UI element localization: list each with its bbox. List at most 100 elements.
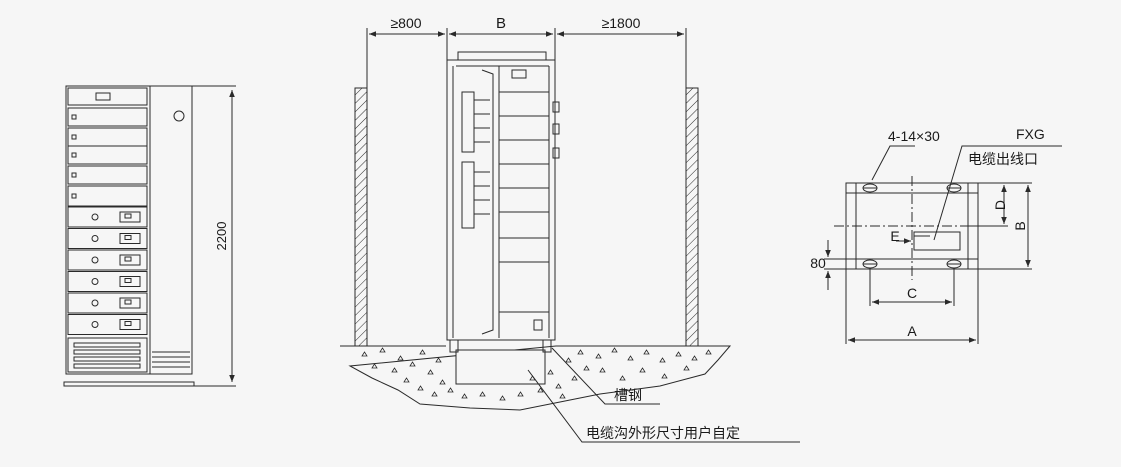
gravel-mark	[659, 357, 666, 363]
cable-trench	[455, 349, 546, 385]
vent-slats	[73, 342, 141, 369]
drawer-handle-slot	[124, 256, 132, 262]
dim-d-label: D	[992, 200, 1008, 210]
drawer-handle-slot	[124, 299, 132, 305]
gravel-mark	[397, 355, 404, 361]
gravel-mark	[627, 355, 634, 361]
drawer-knob-icon	[91, 321, 99, 328]
label-cable-outlet: 电缆出线口	[968, 151, 1038, 167]
gravel-mark	[643, 349, 650, 355]
gravel-mark	[599, 367, 606, 373]
side-shelves	[499, 91, 549, 313]
side-view	[340, 28, 800, 443]
lower-drawer	[67, 228, 148, 249]
drawer-knob-icon	[91, 278, 99, 285]
upper-drawer	[67, 145, 148, 165]
gravel-mark	[529, 375, 536, 381]
panel-window	[95, 92, 111, 101]
lower-drawer	[67, 292, 148, 314]
drawer-handle	[119, 211, 141, 223]
drawer-handle	[119, 254, 141, 266]
dim-c-label: C	[907, 285, 917, 301]
gravel-mark	[675, 351, 682, 357]
gravel-mark	[431, 391, 438, 397]
connector-blocks	[461, 91, 490, 229]
gravel-mark	[447, 387, 454, 393]
gravel-mark	[705, 349, 712, 355]
instrument-panel	[67, 87, 148, 106]
upper-drawer	[67, 107, 148, 127]
indicator-square	[71, 172, 77, 178]
gravel-mark	[417, 385, 424, 391]
gravel-mark	[409, 361, 416, 367]
drawer-handle-slot	[124, 235, 132, 240]
dim-left-label: ≥800	[390, 15, 421, 31]
ground-section	[340, 345, 732, 411]
gravel-mark	[403, 377, 410, 383]
cabinet-top-plate	[457, 51, 547, 61]
drawer-handle-slot	[124, 278, 132, 283]
gravel-mark	[427, 369, 434, 375]
gravel-mark	[439, 379, 446, 385]
gravel-mark	[391, 367, 398, 373]
dim-b-label: B	[1012, 221, 1028, 230]
gravel-mark	[611, 347, 618, 353]
gravel-mark	[555, 383, 562, 389]
height-label: 2200	[214, 222, 229, 251]
front-view	[63, 85, 236, 387]
indicator-square	[71, 134, 77, 140]
gravel-mark	[371, 363, 378, 369]
lower-drawer	[67, 271, 148, 292]
gravel-mark	[517, 391, 524, 397]
drawer-handle	[119, 276, 141, 287]
gravel-mark	[547, 369, 554, 375]
leader-cable-trench	[527, 369, 800, 443]
drawer-handle	[119, 319, 141, 330]
door-knob-icon	[173, 110, 185, 122]
gravel-mark	[461, 393, 468, 399]
handle-bolts	[533, 101, 560, 331]
lower-drawer	[67, 314, 148, 335]
drawer-knob-icon	[91, 256, 99, 264]
upper-drawer	[67, 185, 148, 207]
indicator-square	[71, 152, 77, 158]
dim-a-label: A	[907, 323, 917, 339]
lower-drawer	[67, 206, 148, 228]
drawer-handle-slot	[124, 321, 132, 326]
gravel-mark	[691, 355, 698, 361]
leader-channel-steel	[551, 347, 660, 405]
side-vent-lines	[152, 351, 190, 368]
drawer-handle-slot	[124, 213, 132, 219]
drawer-knob-icon	[91, 299, 99, 307]
gravel-mark	[419, 349, 426, 355]
bottom-vent	[67, 337, 148, 373]
lower-drawer	[67, 249, 148, 271]
gravel-mark	[619, 375, 626, 381]
cable-outlet	[913, 231, 961, 251]
dim-e-label: E	[890, 228, 899, 244]
upper-drawer	[67, 127, 148, 147]
wall-right	[685, 87, 699, 347]
gravel-mark	[571, 375, 578, 381]
dim-80-label: 80	[810, 255, 826, 271]
lower-drawers	[67, 206, 148, 335]
plan-view	[824, 145, 1062, 344]
gravel-mark	[559, 393, 566, 399]
gravel-mark	[639, 367, 646, 373]
dim-center-label: B	[496, 15, 506, 32]
dim-right-label: ≥1800	[602, 15, 641, 31]
label-cable-trench: 电缆沟外形尺寸用户自定	[586, 425, 740, 441]
label-fxg: FXG	[1016, 126, 1045, 142]
upper-drawer	[67, 165, 148, 185]
drawer-knob-icon	[91, 213, 99, 221]
base-plate	[63, 381, 195, 387]
gravel-mark	[537, 387, 544, 393]
gravel-mark	[565, 357, 572, 363]
indicator-square	[71, 114, 77, 120]
gravel-mark	[361, 351, 368, 357]
gravel-marks	[361, 347, 712, 401]
gravel-mark	[661, 373, 668, 379]
gravel-mark	[379, 347, 386, 353]
cabinet-front-outline	[65, 85, 193, 375]
